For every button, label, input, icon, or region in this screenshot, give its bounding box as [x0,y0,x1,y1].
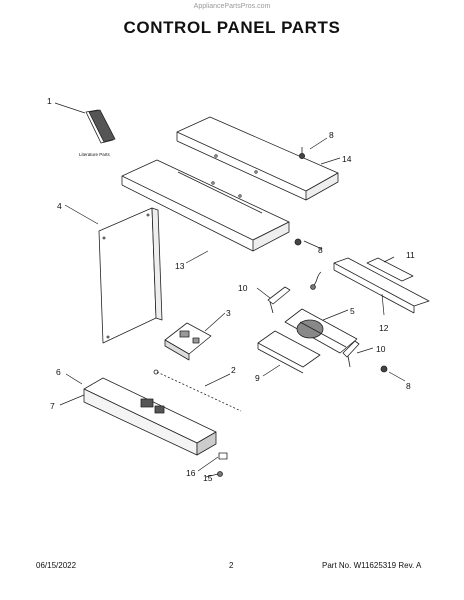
callout-10-left: 10 [238,283,248,293]
callout-16: 16 [186,468,196,478]
part-2-harness-rod [153,369,242,412]
callout-8-mid: 8 [318,245,323,255]
callout-5: 5 [350,306,355,316]
part-9-deflector [257,330,321,374]
callout-2: 2 [231,365,236,375]
callout-8-top: 8 [329,130,334,140]
footer-date: 06/15/2022 [36,561,77,570]
part-6-control-panel [83,377,217,456]
part-16-clip [218,452,228,460]
callout-14: 14 [342,154,352,164]
part-12-rear-bracket [310,257,430,314]
part-13-mounting-panel [121,159,290,252]
part-15-screw [217,471,223,477]
callout-9: 9 [255,373,260,383]
callout-7: 7 [50,401,55,411]
callout-13: 13 [175,261,185,271]
part-5-cooling-fan [284,308,358,354]
callout-3: 3 [226,308,231,318]
callout-10-right: 10 [376,344,386,354]
page-title: CONTROL PANEL PARTS [123,18,341,37]
literature-label: Literature Parts [79,152,111,157]
part-14-rear-cover [176,116,339,201]
callout-8-right: 8 [406,381,411,391]
part-10-brackets [267,286,360,368]
callout-numbers: 1 2 3 4 5 6 7 8 8 8 9 10 10 11 12 13 14 … [47,96,415,483]
part-1-literature [85,109,116,144]
leader-lines [54,102,406,478]
callout-11: 11 [406,250,415,260]
callout-12: 12 [379,323,389,333]
part-4-side-shield [98,207,163,344]
part-3-control-board [164,322,212,361]
callout-4: 4 [57,201,62,211]
part-8-screws [294,147,388,373]
part-11-strip [366,257,414,282]
footer-part-number: Part No. W11625319 Rev. A [322,561,422,570]
watermark: AppliancePartsPros.com [193,3,271,10]
footer-page-number: 2 [229,561,234,570]
callout-6: 6 [56,367,61,377]
callout-1: 1 [47,96,52,106]
callout-15: 15 [203,473,213,483]
